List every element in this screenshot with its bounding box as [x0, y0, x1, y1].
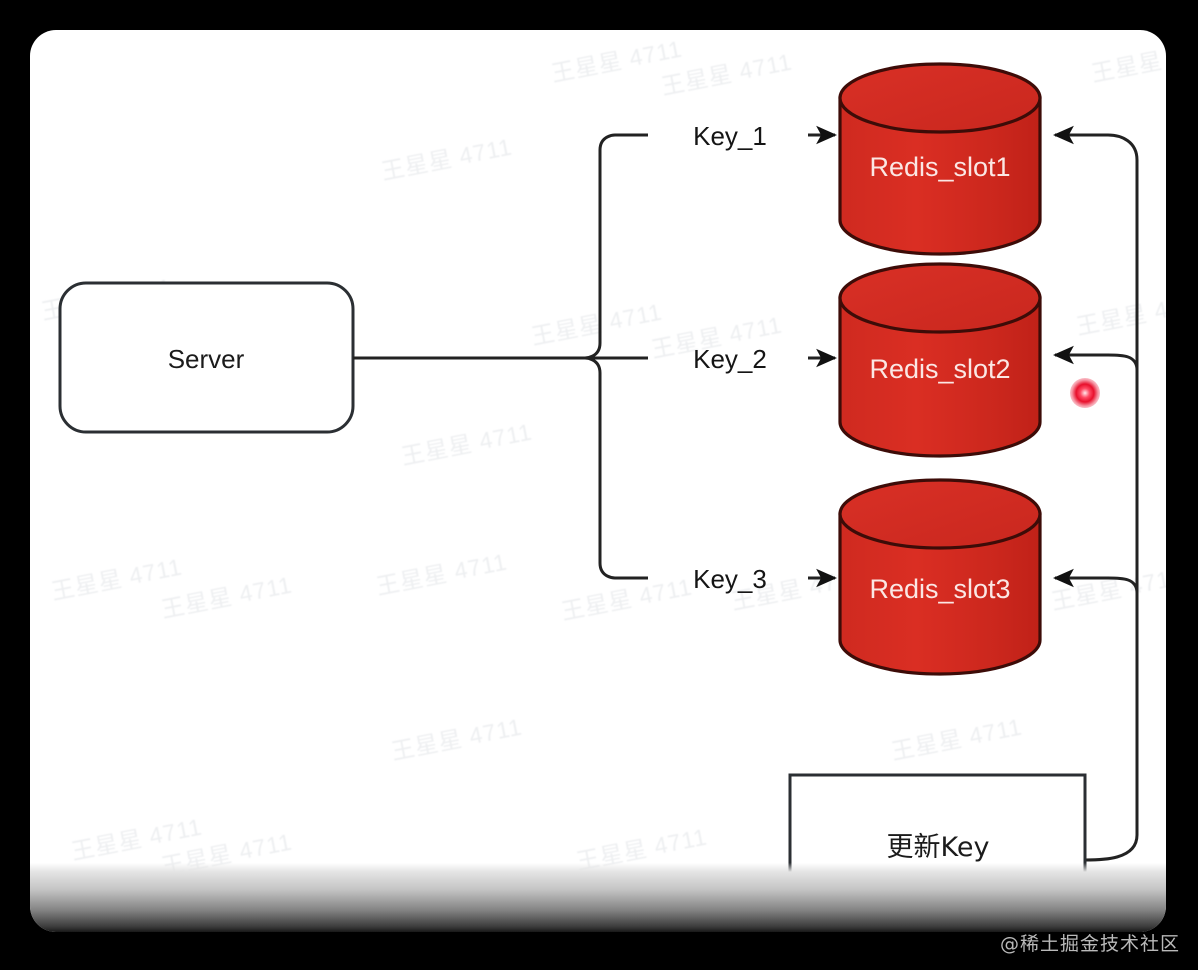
corner-watermark: @稀土掘金技术社区 [999, 933, 1180, 955]
return-arrow-slot3 [1052, 568, 1139, 594]
edge-group-update-return [1052, 125, 1139, 862]
edge-group-server-out [353, 133, 616, 580]
edge-key2: Key_2 [585, 344, 838, 374]
branch-up-line [584, 133, 616, 360]
key1-label: Key_1 [693, 121, 767, 151]
node-redis-slot2[interactable]: Redis_slot2 [838, 262, 1042, 458]
edge-key3: Key_3 [615, 564, 838, 594]
slot2-cylinder-body[interactable] [838, 296, 1042, 458]
slot1-cylinder-top [838, 62, 1042, 134]
key3-label: Key_3 [693, 564, 767, 594]
key2-label: Key_2 [693, 344, 767, 374]
slot3-cylinder-body[interactable] [838, 512, 1042, 676]
architecture-diagram: Server Key_1 Key_2 [58, 62, 1139, 924]
slide-canvas: 王星星 4711 王星星 4711 王星星 4711 王星星 4711 王星星 … [30, 30, 1166, 932]
node-redis-slot3[interactable]: Redis_slot3 [838, 478, 1042, 676]
slot1-cylinder-body[interactable] [838, 96, 1042, 256]
branch-down-line [584, 356, 616, 580]
slot1-label: Redis_slot1 [869, 152, 1010, 182]
update-key-label: 更新Key [887, 832, 990, 863]
slot2-cylinder-top [838, 262, 1042, 334]
server-label: Server [168, 344, 245, 374]
slot3-label: Redis_slot3 [869, 574, 1010, 604]
node-server[interactable]: Server [58, 281, 355, 434]
node-redis-slot1[interactable]: Redis_slot1 [838, 62, 1042, 256]
edge-key1: Key_1 [615, 121, 838, 151]
return-spine [1084, 133, 1139, 862]
node-update-key[interactable]: 更新Key [788, 773, 1087, 924]
return-arrow-slot2 [1052, 345, 1139, 371]
slot2-label: Redis_slot2 [869, 354, 1010, 384]
slot3-cylinder-top [838, 478, 1042, 550]
